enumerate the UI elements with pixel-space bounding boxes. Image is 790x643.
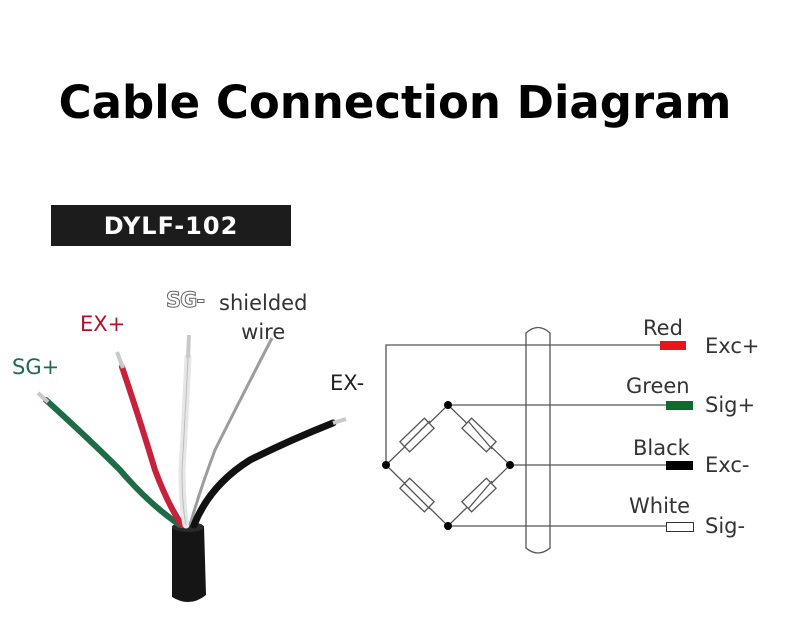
black-wire-tip bbox=[332, 417, 347, 425]
shielded-wire-label: shielded wire bbox=[219, 289, 307, 347]
cable-shield-outline bbox=[525, 326, 551, 554]
shielded-line-1: shielded bbox=[219, 291, 308, 315]
black-wire bbox=[190, 419, 337, 529]
white-swatch bbox=[666, 522, 694, 532]
wire-color-red: Red bbox=[643, 316, 683, 340]
page-title: Cable Connection Diagram bbox=[58, 76, 732, 129]
red-swatch bbox=[660, 341, 686, 350]
ex-minus-label: EX- bbox=[330, 371, 365, 395]
sg-plus-label: SG+ bbox=[12, 355, 60, 379]
shield-wire bbox=[188, 337, 274, 526]
red-wire-tip bbox=[115, 351, 125, 369]
wire-color-black: Black bbox=[633, 436, 690, 460]
cable-sleeve bbox=[172, 526, 206, 603]
ex-plus-label: EX+ bbox=[80, 312, 126, 336]
sg-minus-label: SG- bbox=[165, 288, 205, 313]
resistor-arrow-bl bbox=[403, 482, 431, 510]
resistor-top-right bbox=[460, 417, 498, 453]
junction-bottom bbox=[444, 522, 452, 530]
red-wire bbox=[119, 364, 185, 528]
resistor-arrow-tl bbox=[403, 420, 431, 448]
junction-top bbox=[444, 401, 452, 409]
resistor-arrow-tr bbox=[467, 420, 493, 450]
green-swatch bbox=[666, 401, 693, 410]
white-wire-edge bbox=[181, 356, 189, 526]
wire-color-green: Green bbox=[626, 374, 690, 398]
junction-left bbox=[382, 461, 390, 469]
white-wire-tip bbox=[186, 334, 191, 359]
resistor-bottom-right bbox=[460, 477, 498, 513]
black-swatch bbox=[666, 461, 693, 470]
signal-sig-minus: Sig- bbox=[705, 514, 746, 538]
wire-color-white: White bbox=[629, 494, 691, 518]
shielded-line-2: wire bbox=[241, 320, 286, 344]
junction-right bbox=[506, 461, 514, 469]
signal-sig-plus: Sig+ bbox=[705, 393, 756, 417]
signal-exc-minus: Exc- bbox=[705, 453, 750, 477]
exc-plus-line bbox=[385, 344, 660, 465]
signal-exc-plus: Exc+ bbox=[705, 334, 760, 358]
bridge-diamond bbox=[385, 404, 511, 527]
green-wire bbox=[43, 397, 183, 528]
model-badge: DYLF-102 bbox=[51, 205, 291, 246]
green-wire-tip bbox=[36, 391, 50, 404]
resistor-arrow-br bbox=[467, 480, 493, 510]
